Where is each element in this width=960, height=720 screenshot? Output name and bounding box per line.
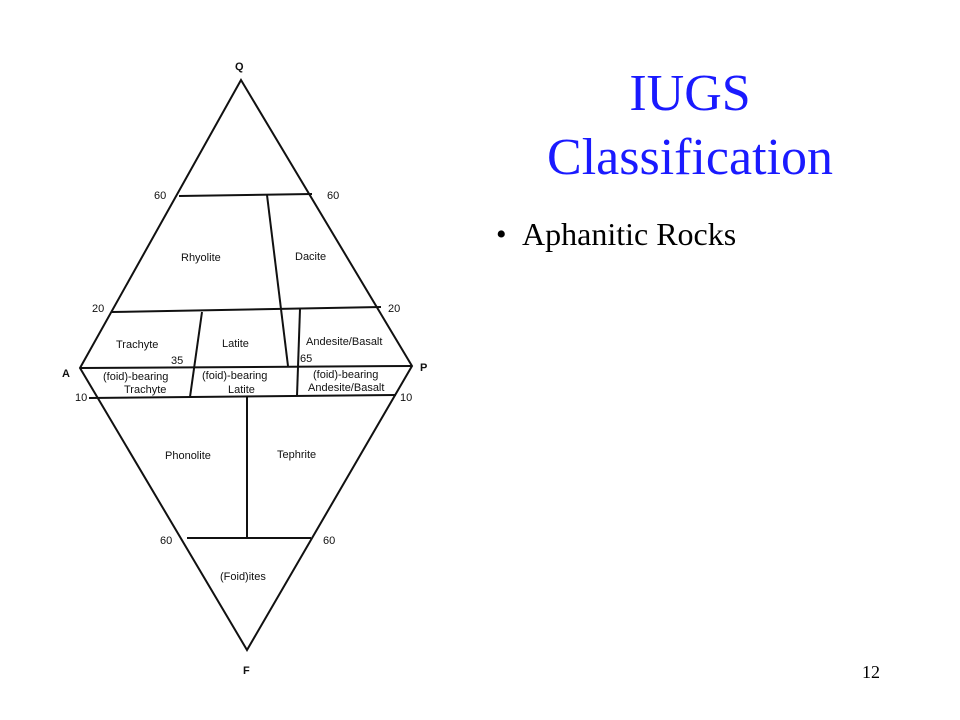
field-dacite: Dacite	[295, 251, 326, 263]
tick-f10-right: 10	[400, 392, 412, 404]
tick-f60-left: 60	[160, 535, 172, 547]
field-trachyte: Trachyte	[116, 339, 158, 351]
field-rhyolite: Rhyolite	[181, 252, 221, 264]
tick-65: 65	[300, 353, 312, 365]
field-latite: Latite	[222, 338, 249, 350]
tick-35: 35	[171, 355, 183, 367]
vertex-p-label: P	[420, 362, 427, 374]
field-foid-trachyte-line2: Trachyte	[124, 384, 166, 396]
bullet-dot-icon: •	[496, 217, 507, 251]
f10-boundary	[88, 394, 397, 399]
field-tephrite: Tephrite	[277, 449, 316, 461]
vertex-f-label: F	[243, 665, 250, 677]
page-number: 12	[862, 662, 880, 682]
rhyolite-dacite-boundary	[266, 194, 289, 367]
diagram-outline	[78, 78, 414, 652]
q20-boundary	[111, 306, 382, 313]
field-andesite-basalt: Andesite/Basalt	[306, 336, 382, 348]
latite-andesite-boundary	[296, 308, 301, 397]
field-foid-trachyte-line1: (foid)-bearing	[103, 371, 168, 383]
bullet-text: Aphanitic Rocks	[522, 216, 737, 252]
tick-q20-left: 20	[92, 303, 104, 315]
tick-q60-right: 60	[327, 190, 339, 202]
q60-boundary	[178, 193, 313, 197]
field-phonolite: Phonolite	[165, 450, 211, 462]
bullet-item: • Aphanitic Rocks	[496, 216, 736, 253]
tick-q20-right: 20	[388, 303, 400, 315]
field-foid-andesite-line1: (foid)-bearing	[313, 369, 378, 381]
field-foidites: (Foid)ites	[220, 571, 266, 583]
ap-boundary	[79, 365, 413, 369]
slide-title: IUGS Classification	[547, 65, 833, 186]
tick-q60-left: 60	[154, 190, 166, 202]
tick-f60-right: 60	[323, 535, 335, 547]
field-foid-latite-line2: Latite	[228, 384, 255, 396]
field-foid-andesite-line2: Andesite/Basalt	[308, 382, 384, 394]
trachyte-latite-boundary	[189, 311, 203, 398]
tick-f10-left: 10	[75, 392, 87, 404]
vertex-q-label: Q	[235, 61, 244, 73]
field-foid-latite-line1: (foid)-bearing	[202, 370, 267, 382]
bullet-list: • Aphanitic Rocks	[496, 216, 736, 253]
vertex-a-label: A	[62, 368, 70, 380]
